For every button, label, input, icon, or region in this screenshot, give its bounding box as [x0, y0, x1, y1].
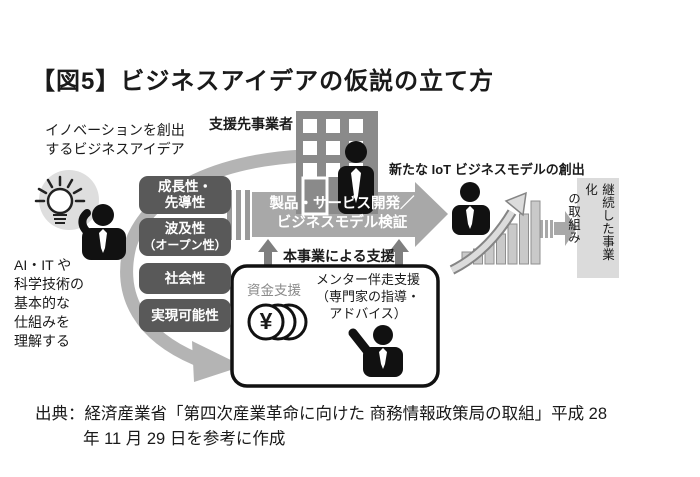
criteria-box-feasibility: 実現可能性: [139, 299, 231, 332]
output-arrow-shape: [554, 211, 577, 246]
understand-caption: AI・IT や 科学技術の 基本的な 仕組みを 理解する: [14, 257, 84, 349]
output-speed-lines-icon: [540, 220, 553, 238]
growth-person-icon: [452, 182, 490, 235]
idea-caption: イノベーションを創出 するビジネスアイデア: [45, 122, 185, 157]
process-speed-lines-icon: [227, 190, 250, 240]
criteria-box-growth: 成長性・ 先導性: [139, 176, 231, 214]
criteria-box-social: 社会性: [139, 263, 231, 294]
mentor-person-icon: [348, 325, 403, 377]
support-up-arrow-right: [389, 239, 409, 268]
mentor-label: メンター伴走支援 （専門家の指導・ アドバイス）: [315, 272, 420, 321]
funding-label: 資金支援: [247, 283, 301, 298]
yen-coins-icon: [247, 303, 308, 341]
idea-person-icon: [78, 204, 126, 260]
company-person-icon: [338, 141, 374, 214]
growth-curve-arrow-icon: [449, 191, 527, 275]
support-heading: 本事業による支援: [283, 248, 395, 264]
company-label: 支援先事業者: [209, 116, 293, 132]
sustain-box: 継続した事業化 の取組み: [566, 178, 619, 278]
yen-symbol: ¥: [259, 308, 273, 334]
process-arrow-label: 製品・サービス開発／ ビジネスモデル検証: [269, 196, 415, 231]
support-up-arrow-left: [258, 239, 278, 268]
source-caption: 出典：経済産業省「第四次産業革命に向けた 商務情報政策局の取組」平成 28 年 …: [35, 405, 608, 448]
figure-title: 【図5】ビジネスアイデアの仮説の立て方: [31, 68, 495, 95]
new-model-label: 新たな IoT ビジネスモデルの創出: [389, 162, 585, 177]
lightbulb-icon: [34, 175, 86, 224]
criteria-box-ripple: 波及性 （オープン性）: [139, 218, 231, 256]
